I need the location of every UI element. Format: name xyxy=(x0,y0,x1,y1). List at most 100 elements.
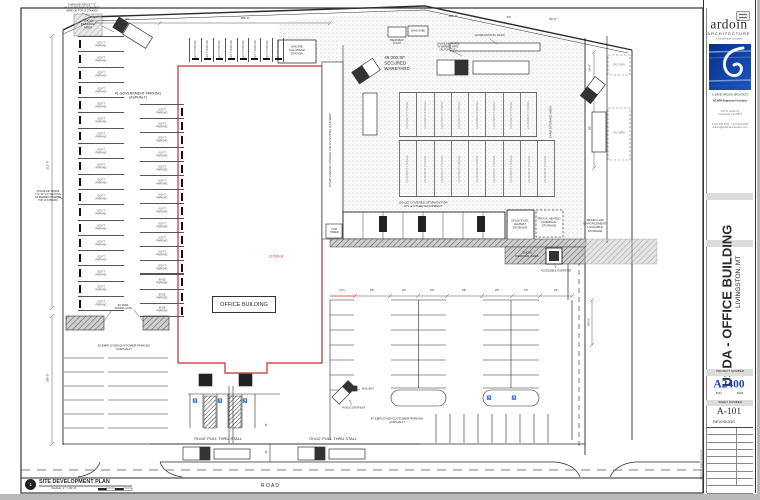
parking-stall-label: GOV'T PARKING xyxy=(95,56,107,62)
equipment-bay-label: EQUIPMENT STORAGE xyxy=(527,154,531,183)
parking-stall: GOV'T PARKING xyxy=(200,38,213,62)
parking-stall: GOV'T PARKING xyxy=(78,280,124,296)
dim-east-mid: 80' xyxy=(588,126,592,130)
parking-stall-label: GOV'T PARKING xyxy=(156,136,168,143)
yard-structures xyxy=(277,25,631,241)
annotation-note-icon[interactable] xyxy=(736,11,750,21)
firm-logo-art xyxy=(709,44,751,90)
parking-stall: GOV'T PARKING xyxy=(78,296,124,312)
parking-stall: GOV'T PARKING xyxy=(140,174,184,189)
employee-lot-label-left: 30 EMPLOYEE/CUSTOMER PARKING (ASPHALT) xyxy=(97,344,151,351)
treatment-plant-label: TREATMENT PLANT xyxy=(389,39,405,45)
copyright-note: © 2024 All Rights Reserved xyxy=(700,449,704,481)
revision-row xyxy=(707,428,753,436)
parking-stall: GOV'T PARKING xyxy=(78,81,124,97)
parking-stall-label: GOV'T PARKING xyxy=(95,163,107,170)
equipment-bay-label: EQUIPMENT STORAGE xyxy=(510,100,514,129)
revision-row xyxy=(707,457,753,465)
titleblock-band-1 xyxy=(706,193,753,200)
dim-chain-3: 20' xyxy=(402,289,406,293)
equipment-bay: EQUIPMENT STORAGE xyxy=(399,93,416,136)
viewer-background-right xyxy=(757,0,760,500)
project-title: USDA - OFFICE BUILDING xyxy=(719,224,735,387)
hose-rack-label: HOSE DRYING RACK xyxy=(474,34,506,38)
pull-thru-label-1: 70'x10' PULL THRU STALL xyxy=(193,436,243,442)
office-building-label-box xyxy=(212,296,276,313)
parking-stall: GOV'T PARKING xyxy=(78,158,124,173)
parking-stall: GOV'T PARKING xyxy=(78,188,124,204)
parking-stall-label: GOV'T PARKING xyxy=(156,207,168,214)
equipment-bay-label: EQUIPMENT STORAGE xyxy=(493,100,497,129)
road-lines xyxy=(21,443,703,479)
parking-stall: GOV'T PARKING xyxy=(78,143,124,158)
parking-stall-label: GOV'T PARKING xyxy=(156,165,168,171)
equipment-bay-label: EQUIPMENT STORAGE xyxy=(493,154,497,183)
firm-tagline: a DavidArdoin company xyxy=(715,37,743,41)
parking-stall: GOV'T PARKING xyxy=(140,146,184,161)
hatch-areas xyxy=(65,13,658,429)
dim-chain-7: 20' xyxy=(524,289,528,293)
parking-stall-label: GOV'T PARKING xyxy=(95,193,107,200)
equipment-bay: EQUIPMENT STORAGE xyxy=(502,93,520,136)
parking-stall-label: GOV'T PARKING xyxy=(156,108,168,115)
engine-station-label: ENGINE FILL/WASH STATION xyxy=(289,45,305,56)
dim-stall-depth: 15' xyxy=(265,423,269,427)
parking-stall: GOV'T PARKING xyxy=(140,245,184,260)
parking-stall-label: GOV'T PARKING xyxy=(95,40,107,47)
parking-stall-label: GOV'T PARKING xyxy=(156,193,168,200)
dim-lane-width: 12' xyxy=(265,450,269,454)
wheelchair-icon: ♿ xyxy=(486,395,492,401)
equipment-bay-label: EQUIPMENT STORAGE xyxy=(475,100,479,129)
equipment-bays-row2: EQUIPMENT STORAGE EQUIPMENT STORAGE EQUIPM… xyxy=(399,140,555,197)
dim-west-upper: 212'-6" xyxy=(46,160,50,170)
fuel-storage-label: 25'x25' FUEL HAZMAT STORAGE xyxy=(511,219,529,230)
equipment-bay: EQUIPMENT STORAGE xyxy=(468,141,485,196)
equipment-bay-label: EQUIPMENT STORAGE xyxy=(441,154,445,183)
chemical-storage-label: TRUCK HEATED CHEMICAL STORAGE xyxy=(537,217,561,228)
accessible-stalls xyxy=(188,373,280,443)
equipment-bay-label: EQUIPMENT STORAGE xyxy=(458,100,462,129)
project-number-band xyxy=(706,369,753,376)
revision-row xyxy=(707,479,753,487)
dim-top-5: 52'-0" xyxy=(549,18,557,22)
project-date-month: MAY xyxy=(715,392,723,396)
parking-stall-label: GOV'T PARKING xyxy=(95,285,107,292)
equipment-bay-label: EQUIPMENT STORAGE xyxy=(510,154,514,183)
parking-stall: GOV'T PARKING xyxy=(140,104,184,118)
parking-stall-label: EVSE PARKING xyxy=(156,278,168,285)
revisions-table xyxy=(707,428,753,494)
equipment-bay: EQUIPMENT STORAGE xyxy=(416,93,433,136)
parking-stall-label: GOV'T PARKING xyxy=(95,102,107,108)
office-building-outline xyxy=(177,65,323,374)
employee-lot-label-right: 30 EMPLOYEE/CUSTOMER PARKING (ASPHALT) xyxy=(370,417,424,424)
future-label-2: (FUTURE) xyxy=(613,131,625,135)
parking-stall: GOV'T PARKING xyxy=(212,38,225,62)
dim-top-4: 50' xyxy=(507,16,511,20)
dim-chain-4: 20' xyxy=(430,289,434,293)
parking-stall: GOV'T PARKING xyxy=(78,51,124,66)
equipment-bay: EQUIPMENT STORAGE xyxy=(485,93,502,136)
revisions-divider xyxy=(736,428,737,485)
side-covered-storage xyxy=(321,61,344,240)
parking-stall: GOV'T PARKING xyxy=(140,132,184,146)
equipment-bay: EQUIPMENT STORAGE xyxy=(433,141,451,196)
equipment-bay: EQUIPMENT STORAGE xyxy=(520,141,537,196)
parking-stall: GOV'T PARKING xyxy=(78,219,124,235)
equipment-bay-label: EQUIPMENT STORAGE xyxy=(423,100,427,129)
parking-stall-label: GOV'T PARKING xyxy=(276,40,280,60)
fence-note-top: CHAINLINK FENCE 7'-0" W/ 1'-0" SECTION O… xyxy=(64,3,100,13)
parking-stall: GOV'T PARKING xyxy=(189,38,201,62)
dim-chain-2: 25' xyxy=(370,289,374,293)
trash-storage-label: TRASH LAW ENFORCEMENT LOCKABLE STORAGE xyxy=(583,218,607,233)
dim-chain-1: (20') xyxy=(339,289,345,293)
parking-stall-label: GOV'T PARKING xyxy=(241,40,245,60)
parking-stall: GOV'T PARKING xyxy=(140,217,184,232)
parking-stall-label: GOV'T PARKING xyxy=(217,40,221,60)
parking-stall: GOV'T PARKING xyxy=(78,234,124,250)
revision-row xyxy=(707,486,753,494)
firm-name: ardoin xyxy=(710,17,748,33)
parking-stall-label: GOV'T PARKING xyxy=(193,40,197,60)
parking-stall-label: GOV'T PARKING xyxy=(156,263,168,270)
